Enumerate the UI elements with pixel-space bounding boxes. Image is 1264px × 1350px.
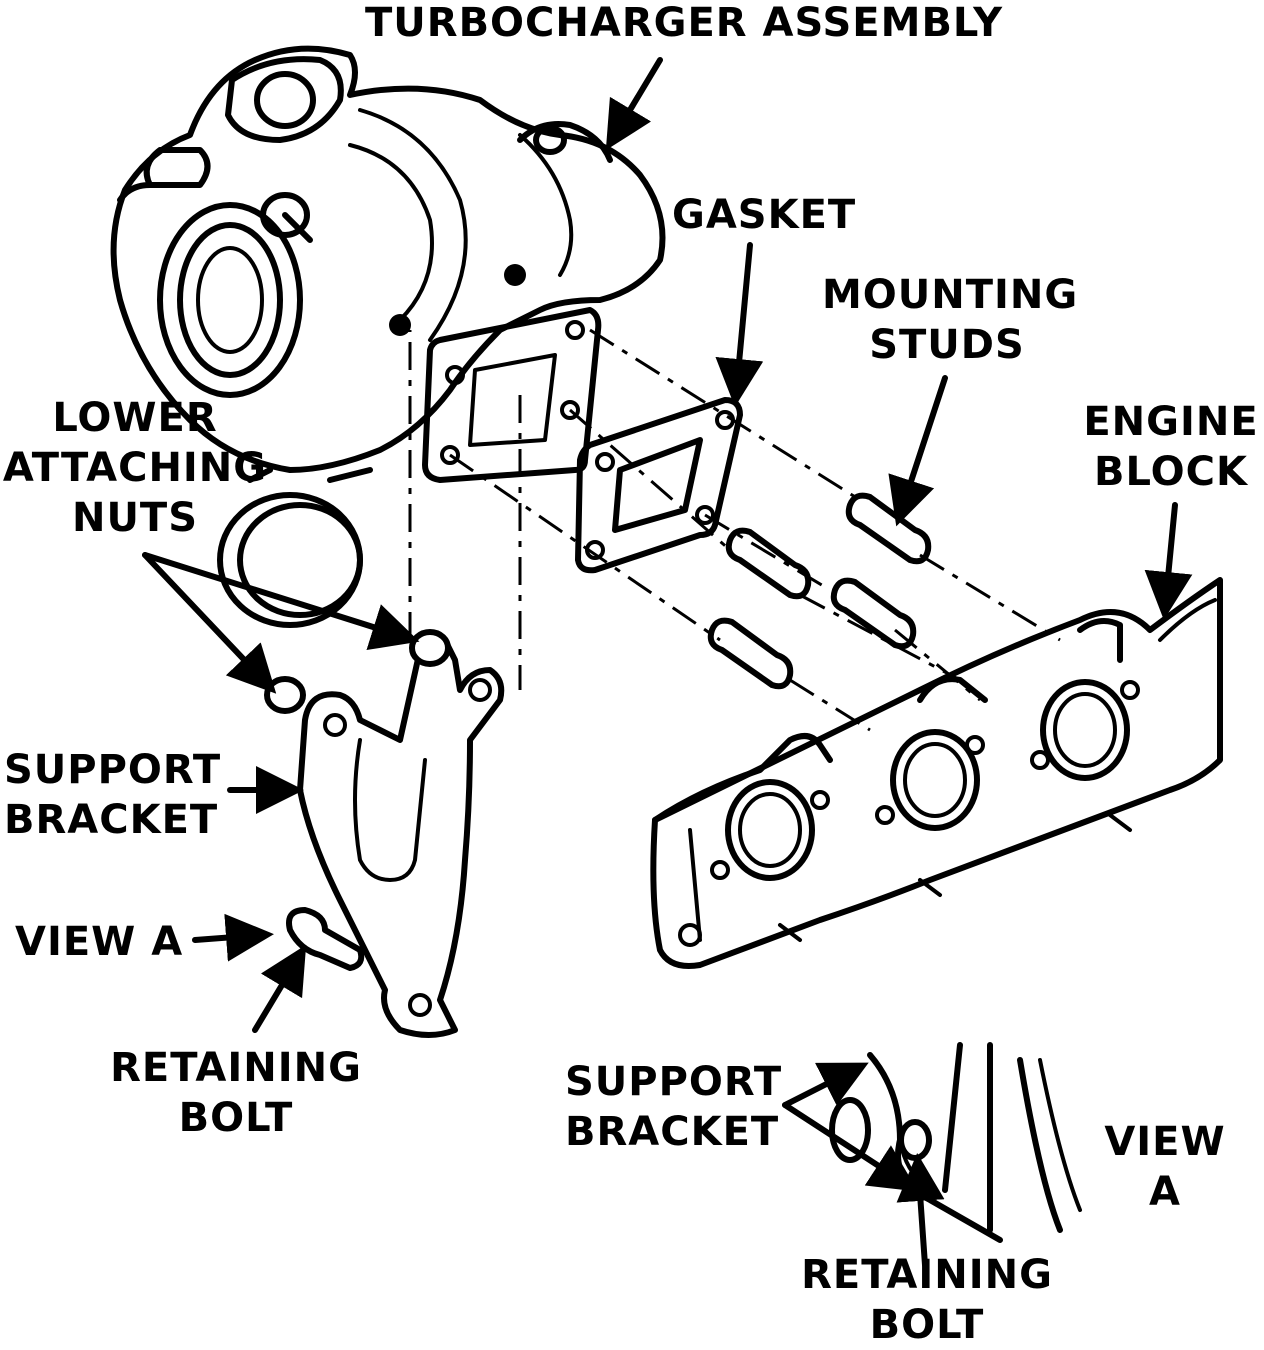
label-gasket: GASKET bbox=[672, 192, 857, 238]
lower-attaching-nuts bbox=[264, 629, 451, 714]
label-mounting-studs: MOUNTING STUDS bbox=[822, 272, 1079, 368]
support-bracket bbox=[297, 635, 505, 1038]
label-detail-view-a: VIEW A bbox=[1104, 1119, 1226, 1215]
label-view-a-pointer: VIEW A bbox=[15, 919, 184, 965]
label-detail-support-bracket: SUPPORT BRACKET bbox=[565, 1059, 783, 1155]
engine-block bbox=[650, 577, 1223, 969]
mounting-studs bbox=[707, 492, 932, 690]
retaining-bolt bbox=[286, 907, 365, 971]
label-retaining-bolt: RETAINING BOLT bbox=[110, 1045, 362, 1141]
turbocharger-assembly bbox=[110, 45, 666, 628]
label-detail-retaining-bolt: RETAINING BOLT bbox=[801, 1252, 1053, 1348]
label-lower-attaching-nuts: LOWER ATTACHING NUTS bbox=[2, 395, 268, 541]
label-support-bracket: SUPPORT BRACKET bbox=[4, 747, 222, 843]
gasket bbox=[575, 397, 743, 574]
label-turbocharger-assembly: TURBOCHARGER ASSEMBLY bbox=[365, 0, 1004, 46]
leader-arrows bbox=[142, 57, 1193, 1268]
turbo-outlet-flange bbox=[422, 307, 602, 483]
label-engine-block: ENGINE BLOCK bbox=[1083, 399, 1259, 495]
view-a-detail bbox=[829, 1042, 1082, 1243]
